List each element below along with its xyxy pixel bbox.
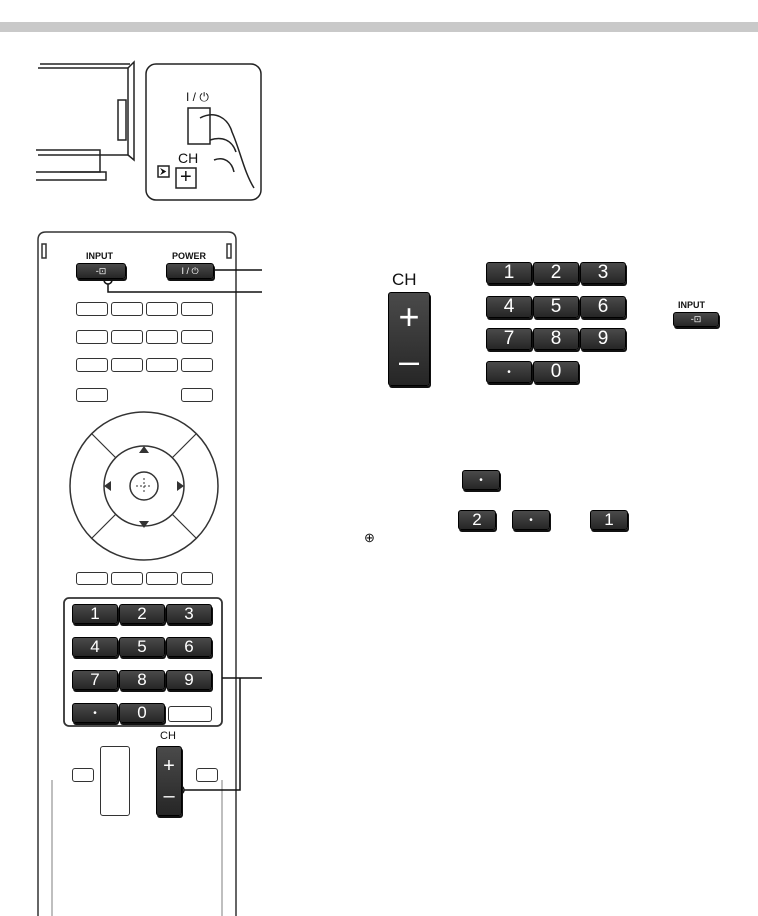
remote-key-2[interactable]: 2 — [119, 604, 165, 624]
large-ch-rocker[interactable]: + – — [388, 292, 430, 386]
white-button[interactable] — [111, 302, 143, 316]
white-button[interactable] — [146, 572, 178, 585]
arrow-right-icon — [177, 481, 184, 491]
remote-key-3[interactable]: 3 — [166, 604, 212, 624]
large-key-4[interactable]: 4 — [486, 296, 532, 318]
white-button[interactable] — [111, 330, 143, 344]
remote-input-label: INPUT — [86, 251, 113, 261]
input-icon: -⊡ — [690, 314, 702, 324]
tv-ch-label: CH — [178, 150, 199, 166]
large-key-7[interactable]: 7 — [486, 328, 532, 350]
tv-input-icon: ⮞ — [160, 166, 167, 176]
white-button[interactable] — [196, 768, 218, 782]
center-select-icon — [136, 478, 152, 494]
remote-power-label: POWER — [172, 251, 207, 261]
white-button[interactable] — [146, 330, 178, 344]
remote-key-5[interactable]: 5 — [119, 637, 165, 657]
white-button[interactable] — [181, 572, 213, 585]
large-ch-plus[interactable]: + — [398, 296, 420, 337]
white-button[interactable] — [146, 302, 178, 316]
large-key-0[interactable]: 0 — [533, 361, 579, 383]
large-key-3[interactable]: 3 — [580, 262, 626, 284]
remote-ch-label: CH — [160, 730, 176, 742]
remote-key-1[interactable]: 1 — [72, 604, 118, 624]
tv-ch-plus-label: + — [180, 166, 192, 188]
remote-ch-rocker[interactable]: + – — [156, 746, 182, 816]
input-icon: -⊡ — [95, 265, 107, 276]
white-button[interactable] — [76, 330, 108, 344]
remote-input-button[interactable]: -⊡ — [76, 263, 126, 279]
white-button[interactable] — [72, 768, 94, 782]
example-key-dot[interactable]: • — [512, 510, 550, 530]
large-key-8[interactable]: 8 — [533, 328, 579, 350]
large-key-1[interactable]: 1 — [486, 262, 532, 284]
arrow-up-icon — [139, 446, 149, 453]
remote-key-4[interactable]: 4 — [72, 637, 118, 657]
remote-power-button[interactable]: I / ⏻ — [166, 263, 214, 279]
large-key-dot[interactable]: • — [486, 361, 532, 383]
large-ch-minus[interactable]: – — [398, 340, 420, 381]
remote-key-7[interactable]: 7 — [72, 670, 118, 690]
large-key-5[interactable]: 5 — [533, 296, 579, 318]
white-button[interactable] — [111, 358, 143, 372]
large-key-9[interactable]: 9 — [580, 328, 626, 350]
remote-key-dot[interactable]: • — [72, 703, 118, 723]
large-key-6[interactable]: 6 — [580, 296, 626, 318]
example-key-2[interactable]: 2 — [458, 510, 496, 530]
white-button[interactable] — [181, 302, 213, 316]
large-key-2[interactable]: 2 — [533, 262, 579, 284]
power-icon: I / ⏻ — [181, 265, 199, 276]
white-button[interactable] — [76, 358, 108, 372]
white-button[interactable] — [111, 572, 143, 585]
example-dot-key[interactable]: • — [462, 470, 500, 490]
side-input-label: INPUT — [678, 300, 705, 310]
white-button[interactable] — [181, 330, 213, 344]
remote-ch-plus[interactable]: + — [163, 755, 175, 777]
arrow-down-icon — [139, 521, 149, 528]
arrow-left-icon — [104, 481, 111, 491]
tv-power-label: I / ⏻ — [186, 90, 209, 104]
white-button[interactable] — [181, 358, 213, 372]
white-button[interactable] — [76, 388, 108, 402]
white-button[interactable] — [76, 572, 108, 585]
example-key-1[interactable]: 1 — [590, 510, 628, 530]
top-divider-bar — [0, 22, 758, 32]
remote-ch-minus[interactable]: – — [163, 785, 175, 807]
remote-key-8[interactable]: 8 — [119, 670, 165, 690]
remote-key-6[interactable]: 6 — [166, 637, 212, 657]
side-input-button[interactable]: -⊡ — [673, 312, 719, 327]
white-button[interactable] — [181, 388, 213, 402]
large-ch-label: CH — [392, 270, 417, 289]
volume-rocker[interactable] — [100, 746, 130, 816]
white-button[interactable] — [76, 302, 108, 316]
remote-key-0[interactable]: 0 — [119, 703, 165, 723]
center-select-icon: ⊕ — [364, 530, 375, 545]
white-button[interactable] — [168, 706, 212, 722]
remote-key-9[interactable]: 9 — [166, 670, 212, 690]
white-button[interactable] — [146, 358, 178, 372]
